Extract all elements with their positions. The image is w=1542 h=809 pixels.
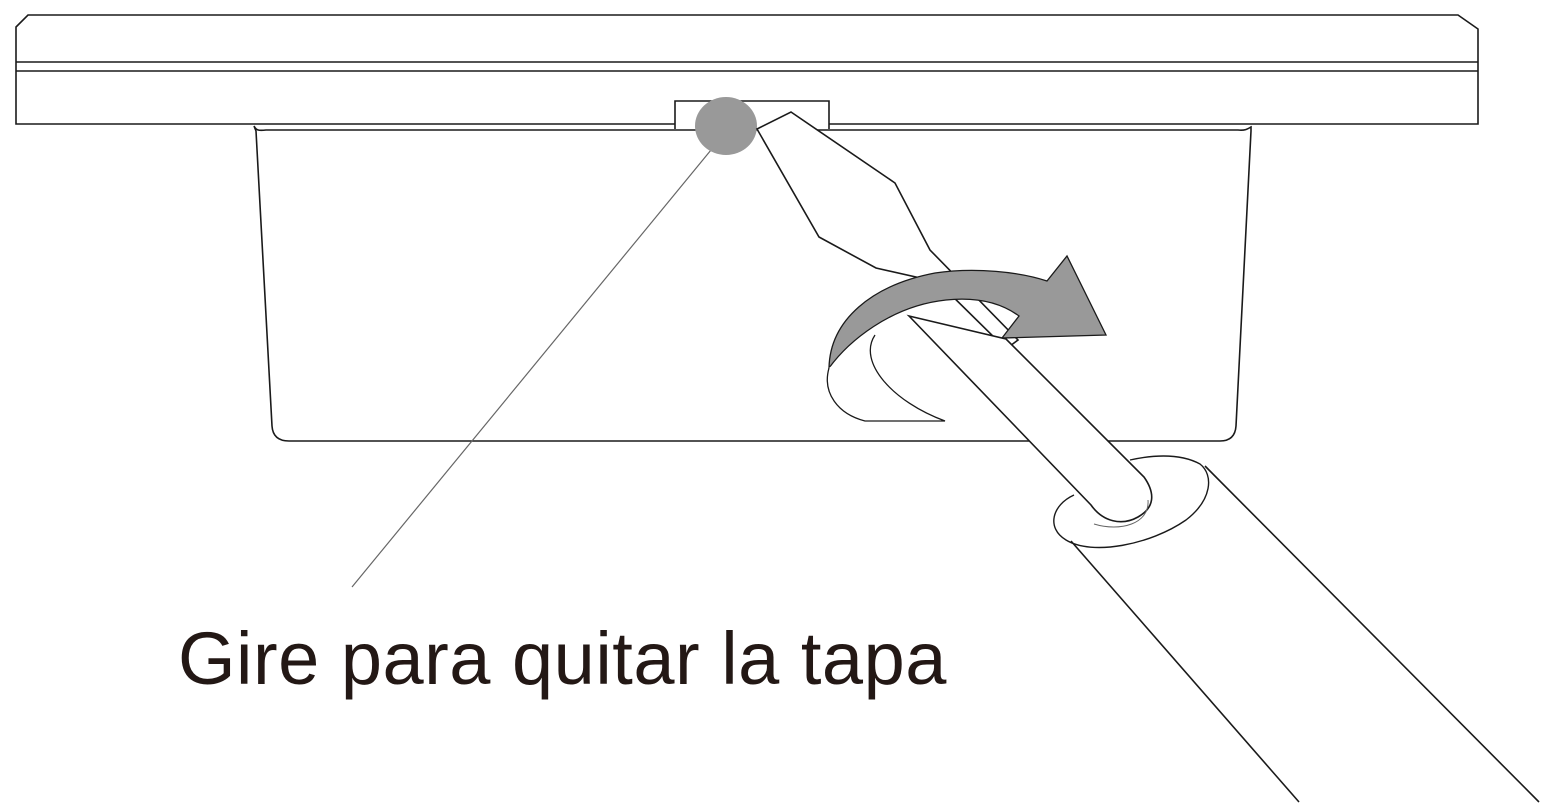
rotation-arrow-icon <box>826 254 1108 422</box>
screwdriver-shaft <box>906 314 1153 523</box>
rotation-arrow-body <box>828 254 1108 371</box>
screwdriver-collar <box>1053 455 1210 549</box>
housing-outline <box>15 14 1479 125</box>
rotation-arrow-back <box>826 334 946 422</box>
screwdriver-icon <box>1070 465 1540 803</box>
caption-text: Gire para quitar la tapa <box>178 617 947 700</box>
battery-cover-icon <box>253 125 1252 442</box>
handle-right-edge <box>1204 465 1540 803</box>
screwdriver-collar-inner <box>1093 499 1149 528</box>
screw-icon <box>695 97 757 155</box>
handle-left-edge <box>1070 540 1300 803</box>
leader-line <box>351 149 712 588</box>
device-housing-icon <box>15 14 1479 125</box>
